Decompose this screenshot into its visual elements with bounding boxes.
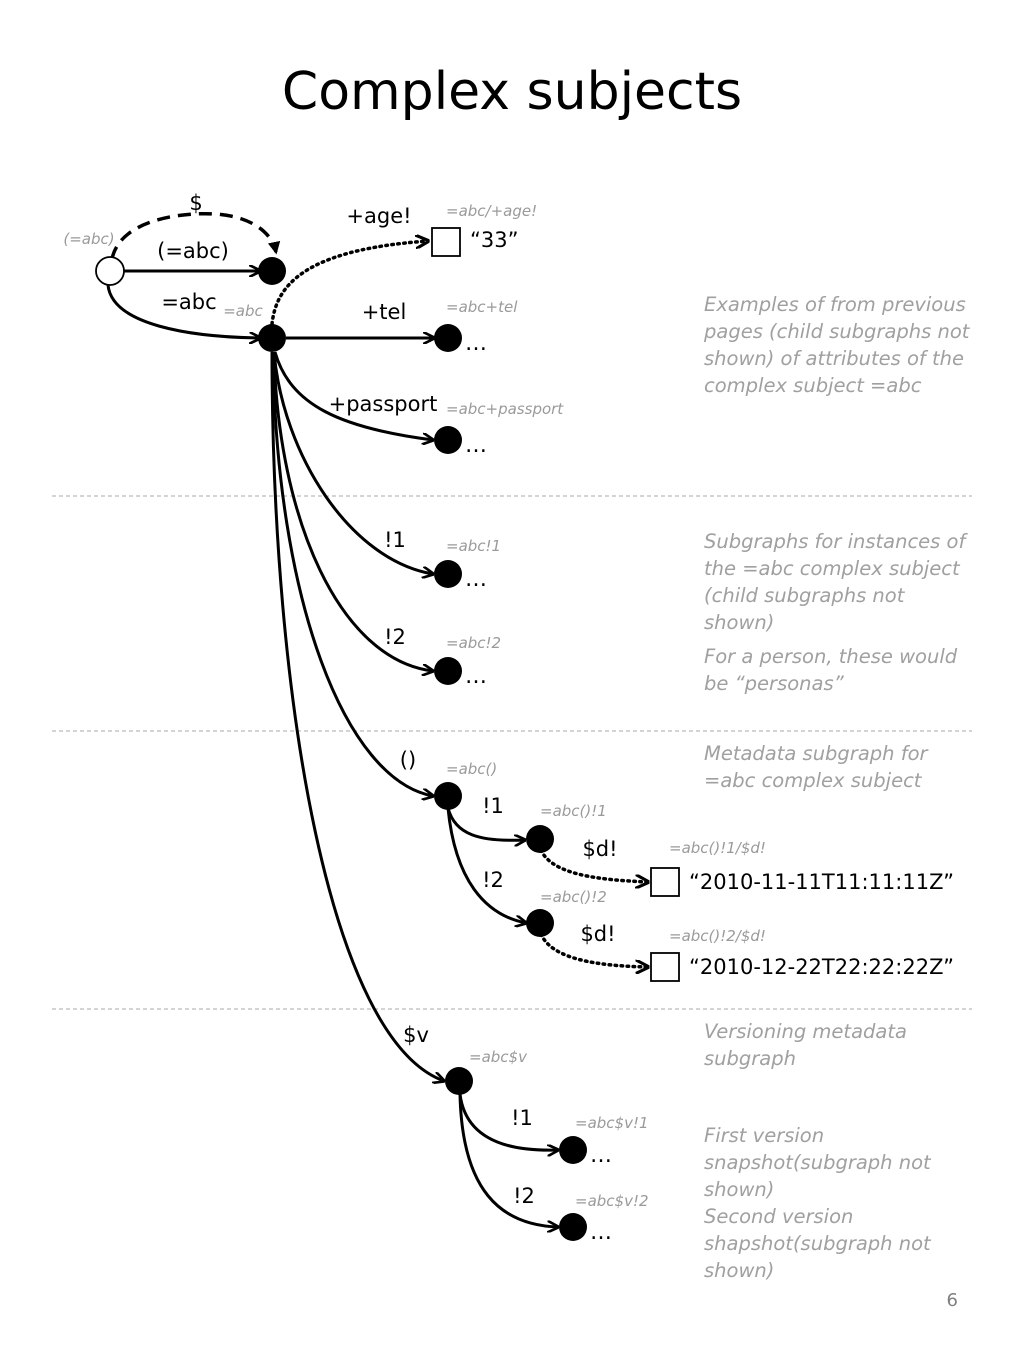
node-passport (434, 426, 462, 454)
note-instances: Subgraphs for instances of the =abc comp… (704, 530, 966, 634)
node-tel (434, 324, 462, 352)
literal-age-value: “33” (470, 228, 518, 252)
ellipsis-version-2: … (590, 1220, 612, 1245)
edge-instance-1 (272, 351, 433, 574)
ellipsis-version-1: … (590, 1143, 612, 1168)
note-first-version: First version snapshot(subgraph not show… (704, 1124, 931, 1201)
label-version-1: !1 (511, 1106, 533, 1130)
id-meta-2-date: =abc()!2/$d! (669, 927, 766, 945)
edge-version (270, 351, 444, 1081)
label-meta-1: !1 (482, 794, 504, 818)
label-version-2: !2 (513, 1184, 535, 1208)
ellipsis-instance-2: … (465, 664, 487, 689)
id-version-2: =abc$v!2 (575, 1192, 649, 1210)
root-node (95, 256, 125, 286)
label-version: $v (403, 1023, 429, 1047)
node-instance-1 (434, 560, 462, 588)
label-abc: =abc (161, 290, 216, 314)
page-number: 6 (946, 1290, 958, 1311)
node-version-1 (559, 1136, 587, 1164)
literal-date-1: “2010-11-11T11:11:11Z” (689, 870, 954, 894)
id-meta-2: =abc()!2 (540, 888, 607, 906)
label-loop: $ (189, 191, 202, 215)
id-abc: =abc (223, 302, 263, 320)
literal-box-date-1 (650, 867, 680, 897)
label-instance-2: !2 (384, 625, 406, 649)
edge-meta-1-date (539, 848, 650, 882)
slide-title: Complex subjects (281, 62, 743, 122)
id-meta-1: =abc()!1 (540, 802, 607, 820)
id-passport: =abc+passport (446, 400, 564, 418)
ellipsis-instance-1: … (465, 567, 487, 592)
id-version: =abc$v (469, 1048, 528, 1066)
node-metadata (434, 782, 462, 810)
edge-dollar-loop (110, 211, 281, 260)
edge-version-2 (458, 1093, 558, 1227)
literal-box-date-2 (650, 952, 680, 982)
label-instance-1: !1 (384, 528, 406, 552)
id-tel: =abc+tel (446, 298, 518, 316)
node-meta-2 (526, 909, 554, 937)
node-abc (258, 324, 286, 352)
id-instance-2: =abc!2 (446, 634, 501, 652)
node-meta-1 (526, 825, 554, 853)
node-abc-paren (258, 257, 286, 285)
edge-metadata (271, 351, 433, 796)
node-version-2 (559, 1213, 587, 1241)
edge-instance-2 (272, 351, 433, 671)
edge-meta-1 (446, 807, 525, 840)
label-tel: +tel (362, 300, 407, 324)
node-version (445, 1067, 473, 1095)
label-age: +age! (346, 204, 411, 228)
edge-meta-2 (446, 807, 526, 923)
note-second-version: Second version shapshot(subgraph not sho… (704, 1205, 931, 1282)
id-instance-1: =abc!1 (446, 537, 501, 555)
edge-meta-2-date (539, 932, 650, 967)
edge-root-to-abc (106, 284, 260, 338)
note-personas: For a person, these would be “personas” (704, 645, 958, 695)
edge-age (270, 241, 428, 326)
id-version-1: =abc$v!1 (575, 1114, 649, 1132)
edge-version-1 (458, 1093, 558, 1150)
note-attributes: Examples of from previous pages (child s… (704, 293, 970, 397)
label-meta-1-date: $d! (582, 837, 617, 861)
label-metadata: () (400, 748, 416, 772)
literal-box-age (431, 227, 461, 257)
label-meta-2: !2 (482, 868, 504, 892)
label-root-paren: (=abc) (157, 239, 229, 263)
label-passport: +passport (329, 392, 438, 416)
edge-passport (273, 351, 433, 440)
note-versioning: Versioning metadata subgraph (704, 1020, 907, 1070)
label-meta-2-date: $d! (580, 922, 615, 946)
id-root: (=abc) (63, 230, 114, 248)
literal-date-2: “2010-12-22T22:22:22Z” (689, 955, 954, 979)
id-metadata: =abc() (446, 760, 497, 778)
ellipsis-passport: … (465, 433, 487, 458)
id-meta-1-date: =abc()!1/$d! (669, 839, 766, 857)
id-age: =abc/+age! (446, 202, 537, 220)
ellipsis-tel: … (465, 331, 487, 356)
node-instance-2 (434, 657, 462, 685)
note-metadata: Metadata subgraph for =abc complex subje… (704, 742, 928, 792)
